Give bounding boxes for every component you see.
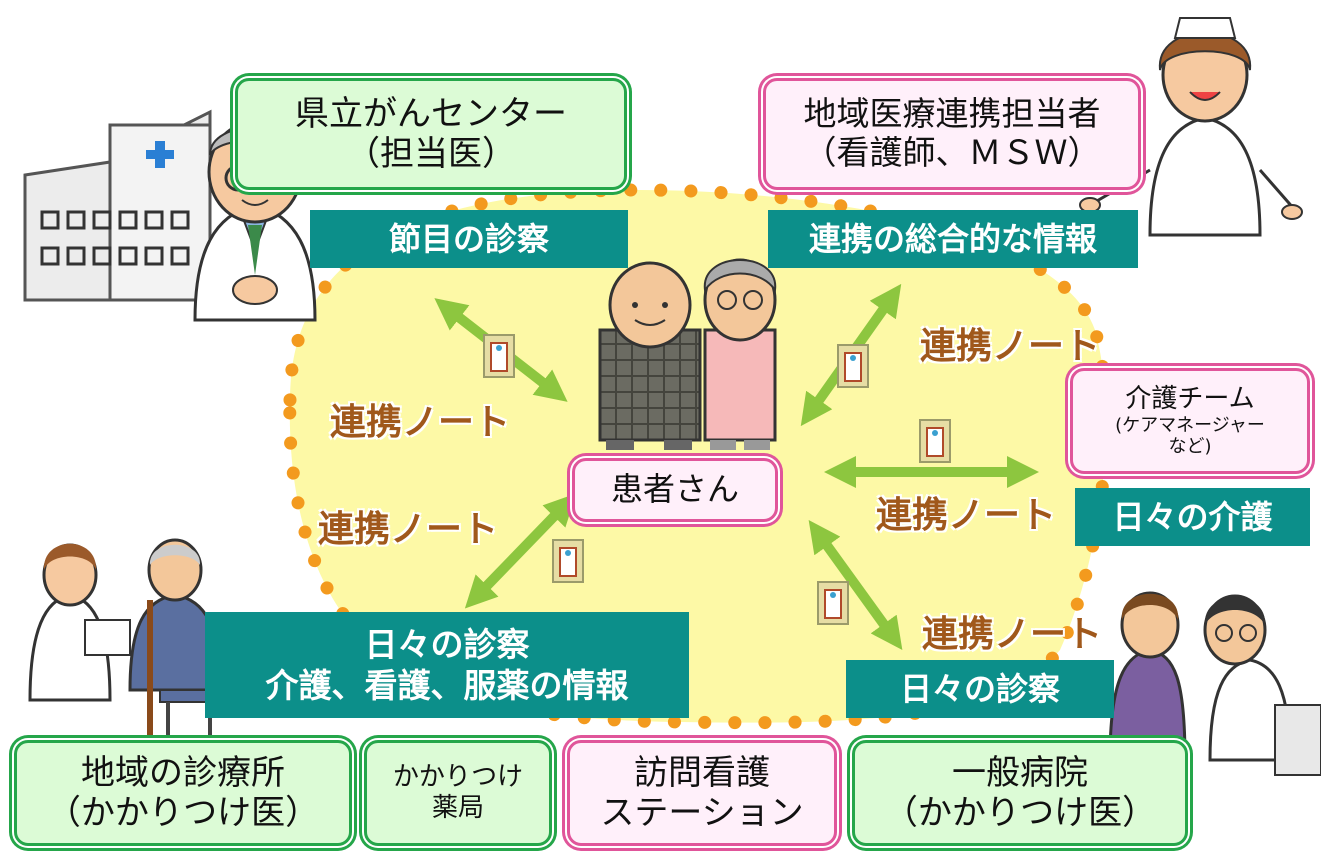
care-team-subtitle: (ケアマネージャー bbox=[1115, 415, 1265, 437]
note-document-icon bbox=[817, 581, 849, 625]
note-document-icon bbox=[919, 419, 951, 463]
banner-daily-care-text: 日々の介護 bbox=[1112, 498, 1273, 536]
note-label-bottom-left: 連携ノート bbox=[318, 509, 499, 550]
care-team-title: 介護チーム bbox=[1125, 384, 1255, 415]
care-team-subtitle-2: など) bbox=[1168, 436, 1212, 458]
banner-daily-exam-right-text: 日々の診察 bbox=[899, 670, 1060, 708]
liaison-title: 地域医療連携担当者 bbox=[803, 94, 1101, 134]
hospital-building-icon bbox=[23, 109, 212, 302]
cancer-center-subtitle: （担当医） bbox=[346, 134, 516, 174]
general-hospital-subtitle: （かかりつけ医） bbox=[883, 793, 1157, 833]
nursing-station-title: 訪問看護 bbox=[634, 752, 770, 793]
banner-overall-info-text: 連携の総合的な情報 bbox=[808, 220, 1097, 258]
care-team-box: 介護チーム (ケアマネージャー など) bbox=[1070, 368, 1310, 474]
liaison-box: 地域医療連携担当者 （看護師、ＭＳＷ） bbox=[763, 78, 1141, 190]
patient-box: 患者さん bbox=[572, 458, 778, 522]
pharmacy-title: かかりつけ bbox=[392, 762, 524, 793]
banner-daily-exam-left-title: 日々の診察 bbox=[364, 624, 530, 664]
banner-milestone-exam: 節目の診察 bbox=[310, 210, 628, 268]
note-label-top-left: 連携ノート bbox=[330, 402, 511, 443]
clinic-consultation-icon bbox=[28, 538, 222, 735]
hospital-consultation-icon bbox=[1108, 591, 1321, 776]
clinic-subtitle: （かかりつけ医） bbox=[46, 793, 320, 833]
banner-overall-info: 連携の総合的な情報 bbox=[768, 210, 1138, 268]
pharmacy-box: かかりつけ 薬局 bbox=[364, 740, 552, 846]
banner-daily-exam-left: 日々の診察 介護、看護、服薬の情報 bbox=[205, 612, 689, 718]
elderly-couple-icon bbox=[598, 258, 777, 450]
note-label-middle-right: 連携ノート bbox=[876, 495, 1057, 536]
patient-label: 患者さん bbox=[610, 470, 739, 509]
note-document-icon bbox=[837, 344, 869, 388]
nursing-station-subtitle: ステーション bbox=[600, 793, 804, 833]
general-hospital-title: 一般病院 bbox=[952, 752, 1088, 793]
clinic-box: 地域の診療所 （かかりつけ医） bbox=[14, 740, 352, 846]
cancer-center-box: 県立がんセンター （担当医） bbox=[235, 78, 627, 190]
pharmacy-subtitle: 薬局 bbox=[431, 793, 484, 823]
clinic-title: 地域の診療所 bbox=[81, 752, 285, 793]
nursing-station-box: 訪問看護 ステーション bbox=[567, 740, 837, 846]
note-document-icon bbox=[552, 539, 584, 583]
note-label-top-right: 連携ノート bbox=[920, 326, 1101, 367]
general-hospital-box: 一般病院 （かかりつけ医） bbox=[852, 740, 1188, 846]
banner-daily-exam-right: 日々の診察 bbox=[846, 660, 1114, 718]
arrow-hospital bbox=[808, 520, 903, 650]
liaison-subtitle: （看護師、ＭＳＷ） bbox=[803, 133, 1101, 172]
banner-milestone-exam-text: 節目の診察 bbox=[388, 220, 549, 258]
banner-daily-exam-left-subtitle: 介護、看護、服薬の情報 bbox=[265, 666, 629, 705]
cancer-center-title: 県立がんセンター bbox=[295, 93, 567, 134]
note-document-icon bbox=[483, 334, 515, 378]
arrow-clinic bbox=[464, 493, 577, 609]
note-label-bottom-right: 連携ノート bbox=[922, 614, 1103, 655]
banner-daily-care: 日々の介護 bbox=[1075, 488, 1310, 546]
